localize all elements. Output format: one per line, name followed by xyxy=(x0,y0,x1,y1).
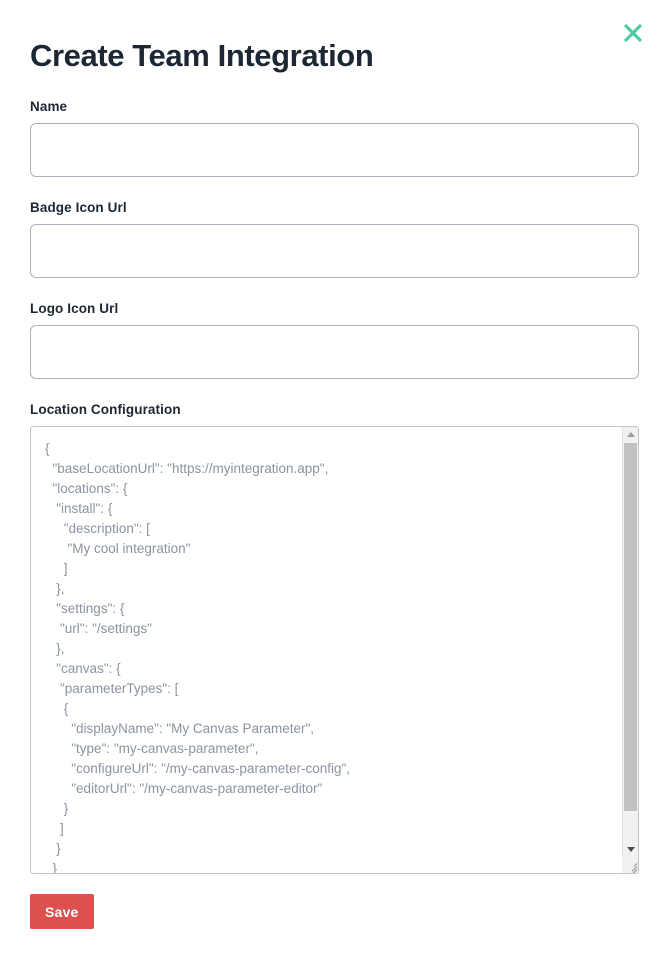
field-label-badge-icon-url: Badge Icon Url xyxy=(30,200,127,215)
field-logo-icon-url: Logo Icon Url xyxy=(30,300,639,379)
scrollbar-thumb[interactable] xyxy=(624,443,637,811)
field-name: Name xyxy=(30,98,639,177)
chevron-up-icon[interactable] xyxy=(623,427,638,442)
field-badge-icon-url: Badge Icon Url xyxy=(30,199,639,278)
location-configuration-textarea[interactable]: { "baseLocationUrl": "https://myintegrat… xyxy=(45,441,351,873)
field-label-logo-icon-url: Logo Icon Url xyxy=(30,301,119,316)
close-icon[interactable] xyxy=(618,18,648,48)
badge-icon-url-input[interactable] xyxy=(30,224,639,278)
form-actions: Save xyxy=(30,894,639,929)
logo-icon-url-input[interactable] xyxy=(30,325,639,379)
location-configuration-editor[interactable]: { "baseLocationUrl": "https://myintegrat… xyxy=(30,426,639,874)
field-label-location-configuration: Location Configuration xyxy=(30,402,181,417)
field-label-name: Name xyxy=(30,99,68,114)
resize-grip-icon[interactable] xyxy=(622,857,638,873)
page-title: Create Team Integration xyxy=(30,38,374,73)
name-input[interactable] xyxy=(30,123,639,177)
textarea-scrollbar[interactable] xyxy=(622,427,638,873)
field-location-configuration: Location Configuration { "baseLocationUr… xyxy=(30,401,639,874)
chevron-down-icon[interactable] xyxy=(623,842,638,857)
save-button[interactable]: Save xyxy=(30,894,94,929)
close-icon-glyph xyxy=(623,23,643,43)
